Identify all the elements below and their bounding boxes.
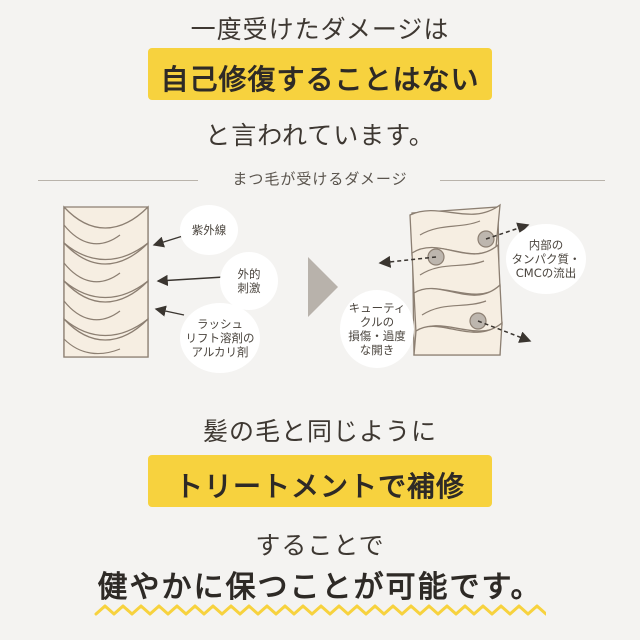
leak-arrow-1 [485,222,530,240]
transition-arrow-icon [308,257,338,317]
bubble-cuticle: キューティ クルの 損傷・過度 な開き [340,290,414,368]
label-cuticle-3: 損傷・過度 [348,329,406,343]
divider-right [440,180,605,181]
zigzag-underline [94,604,546,616]
label-lash-2: リフト溶剤の [185,331,255,345]
footer-line3: 健やかに保つことが可能です。 [97,570,543,605]
heading-line2: と言われています。 [205,121,435,150]
damaged-lash-shaft [409,203,503,356]
damaged-layer-4 [413,321,503,356]
footer-line1: 髪の毛と同じように [202,417,437,446]
heading-highlight: 自己修復することはない [160,63,480,96]
divider-left [38,180,198,181]
bubble-protein: 内部の タンパク質・ CMCの流出 [506,224,586,294]
damage-diagram [63,203,532,358]
damaged-lash-edges [419,220,487,316]
label-protein-1: 内部の [528,238,564,252]
footer-highlight: トリートメントで補修 [174,470,465,503]
label-lash-3: アルカリ剤 [191,345,249,359]
cuticle-layer-3 [63,279,149,337]
label-protein-2: タンパク質・ [511,252,581,266]
bubble-external: 外的 刺激 [220,252,278,310]
label-cuticle-2: クルの [359,315,395,329]
arrow-lash-lift [154,305,185,317]
damaged-layer-2 [411,243,501,297]
label-cuticle-1: キューティ [348,301,406,315]
cuticle-layer-4 [63,317,149,358]
bubble-uv: 紫外線 [180,205,238,255]
label-external-1: 外的 [237,267,261,281]
label-cuticle-4: な開き [359,343,395,357]
healthy-lash-edges [63,224,121,355]
label-protein-3: CMCの流出 [515,266,577,280]
highlight-box-bottom [148,455,492,507]
leak-arrow-2 [378,255,437,268]
leak-arrow-3 [477,320,532,343]
label-external-2: 刺激 [237,281,261,295]
label-lash-1: ラッシュ [197,317,243,331]
cuticle-layer-1 [63,205,149,261]
bubble-lash-lift: ラッシュ リフト溶剤の アルカリ剤 [180,303,260,373]
heading-line1: 一度受けたダメージは [190,15,450,44]
section-label: まつ毛が受けるダメージ [232,170,408,188]
highlight-box-top [148,48,492,100]
footer-line2: することで [255,531,385,560]
label-uv: 紫外線 [191,223,227,237]
healthy-lash-shaft [63,205,149,358]
arrow-external [156,274,225,286]
cuticle-layer-2 [63,241,149,299]
